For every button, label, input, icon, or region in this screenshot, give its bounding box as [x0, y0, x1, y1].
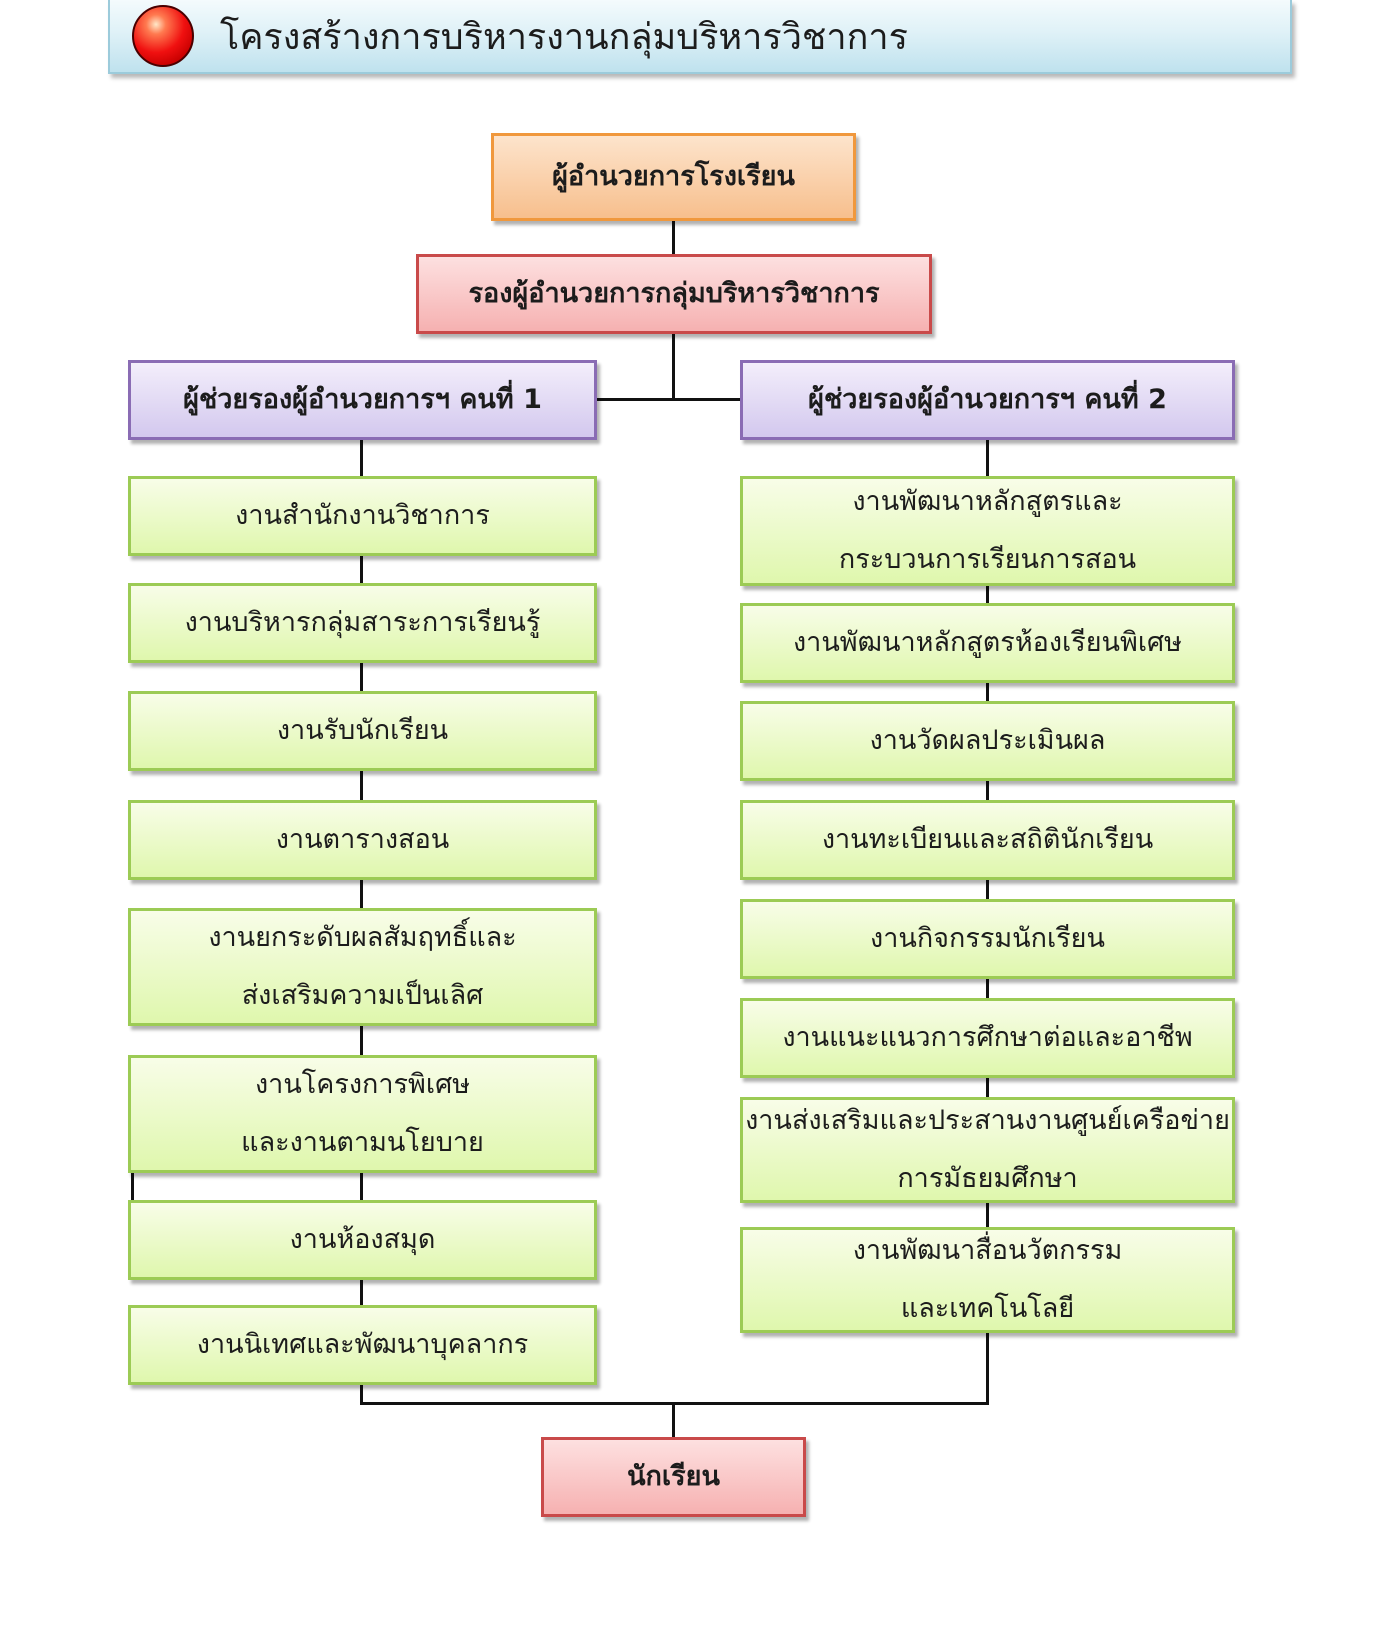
left-unit-2: งานบริหารกลุ่มสาระการเรียนรู้	[128, 583, 597, 663]
right-unit-2: งานพัฒนาหลักสูตรห้องเรียนพิเศษ	[740, 603, 1235, 683]
red-bullet-icon	[132, 5, 194, 67]
unit-label: งานวัดผลประเมินผล	[869, 725, 1106, 756]
connector-left-branch	[131, 1173, 134, 1201]
right-unit-6: งานแนะแนวการศึกษาต่อและอาชีพ	[740, 998, 1235, 1078]
deputy-box: รองผู้อำนวยการกลุ่มบริหารวิชาการ	[416, 254, 932, 334]
students-box: นักเรียน	[541, 1437, 806, 1517]
unit-label-line-1: งานโครงการพิเศษ	[254, 1069, 471, 1100]
deputy-label: รองผู้อำนวยการกลุ่มบริหารวิชาการ	[468, 278, 880, 309]
unit-label: งานห้องสมุด	[289, 1224, 436, 1255]
director-label: ผู้อำนวยการโรงเรียน	[552, 161, 795, 192]
unit-label-line-1: งานส่งเสริมและประสานงานศูนย์เครือข่าย	[745, 1105, 1230, 1136]
connector-assistants-horizontal	[597, 398, 740, 401]
title-banner: โครงสร้างการบริหารงานกลุ่มบริหารวิชาการ	[108, 0, 1292, 74]
connector-director-deputy	[672, 221, 675, 255]
unit-label: งานบริหารกลุ่มสาระการเรียนรู้	[184, 607, 541, 638]
unit-label: งานกิจกรรมนักเรียน	[870, 923, 1105, 954]
left-unit-5: งานยกระดับผลสัมฤทธิ์และ ส่งเสริมความเป็น…	[128, 908, 597, 1026]
unit-label-line-1: งานยกระดับผลสัมฤทธิ์และ	[208, 922, 517, 953]
students-label: นักเรียน	[627, 1461, 720, 1492]
right-unit-4: งานทะเบียนและสถิตินักเรียน	[740, 800, 1235, 880]
left-unit-6: งานโครงการพิเศษ และงานตามนโยบาย	[128, 1055, 597, 1173]
unit-label-line-2: และงานตามนโยบาย	[241, 1127, 484, 1158]
right-unit-3: งานวัดผลประเมินผล	[740, 701, 1235, 781]
unit-label: งานทะเบียนและสถิตินักเรียน	[821, 824, 1154, 855]
unit-label: งานรับนักเรียน	[276, 715, 449, 746]
unit-label-line-1: งานพัฒนาสื่อนวัตกรรม	[852, 1235, 1123, 1266]
right-unit-5: งานกิจกรรมนักเรียน	[740, 899, 1235, 979]
page-title: โครงสร้างการบริหารงานกลุ่มบริหารวิชาการ	[220, 17, 908, 58]
unit-label: งานสำนักงานวิชาการ	[235, 500, 490, 531]
assistant-2-box: ผู้ช่วยรองผู้อำนวยการฯ คนที่ 2	[740, 360, 1235, 440]
unit-label-line-1: งานพัฒนาหลักสูตรและ	[852, 486, 1123, 517]
right-unit-8: งานพัฒนาสื่อนวัตกรรม และเทคโนโลยี	[740, 1227, 1235, 1333]
right-unit-1: งานพัฒนาหลักสูตรและ กระบวนการเรียนการสอน	[740, 476, 1235, 586]
assistant-1-box: ผู้ช่วยรองผู้อำนวยการฯ คนที่ 1	[128, 360, 597, 440]
assistant-1-label: ผู้ช่วยรองผู้อำนวยการฯ คนที่ 1	[183, 384, 542, 415]
director-box: ผู้อำนวยการโรงเรียน	[491, 133, 856, 221]
unit-label-line-2: กระบวนการเรียนการสอน	[838, 544, 1137, 575]
left-unit-3: งานรับนักเรียน	[128, 691, 597, 771]
unit-label: งานแนะแนวการศึกษาต่อและอาชีพ	[782, 1022, 1193, 1053]
connector-deputy-assistants	[672, 334, 675, 400]
unit-label: งานพัฒนาหลักสูตรห้องเรียนพิเศษ	[793, 627, 1182, 658]
left-unit-1: งานสำนักงานวิชาการ	[128, 476, 597, 556]
connector-students	[672, 1402, 675, 1438]
left-unit-7: งานห้องสมุด	[128, 1200, 597, 1280]
unit-label: งานตารางสอน	[275, 824, 450, 855]
unit-label: งานนิเทศและพัฒนาบุคลากร	[196, 1329, 529, 1360]
unit-label-line-2: ส่งเสริมความเป็นเลิศ	[241, 980, 484, 1011]
unit-label-line-2: การมัธยมศึกษา	[897, 1163, 1078, 1194]
left-unit-8: งานนิเทศและพัฒนาบุคลากร	[128, 1305, 597, 1385]
assistant-2-label: ผู้ช่วยรองผู้อำนวยการฯ คนที่ 2	[808, 384, 1167, 415]
unit-label-line-2: และเทคโนโลยี	[900, 1293, 1075, 1324]
left-unit-4: งานตารางสอน	[128, 800, 597, 880]
right-unit-7: งานส่งเสริมและประสานงานศูนย์เครือข่าย กา…	[740, 1097, 1235, 1203]
